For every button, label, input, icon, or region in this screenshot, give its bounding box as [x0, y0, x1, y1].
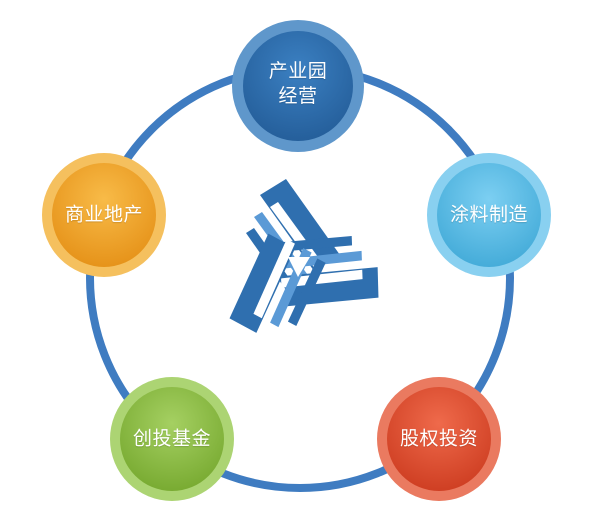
node-industrial-park — [232, 20, 364, 152]
node-equity — [377, 377, 501, 501]
company-logo-icon — [202, 179, 399, 354]
node-coatings — [427, 153, 551, 277]
coatings-label: 涂料制造 — [449, 203, 529, 226]
node-commercial-real-estate — [42, 153, 166, 277]
equity-label: 股权投资 — [399, 427, 479, 450]
node-venture-fund — [110, 377, 234, 501]
industrial-park-label: 产业园 经营 — [268, 60, 328, 107]
venture-fund-label: 创投基金 — [132, 427, 212, 450]
commercial-real-estate-label: 商业地产 — [64, 203, 144, 226]
